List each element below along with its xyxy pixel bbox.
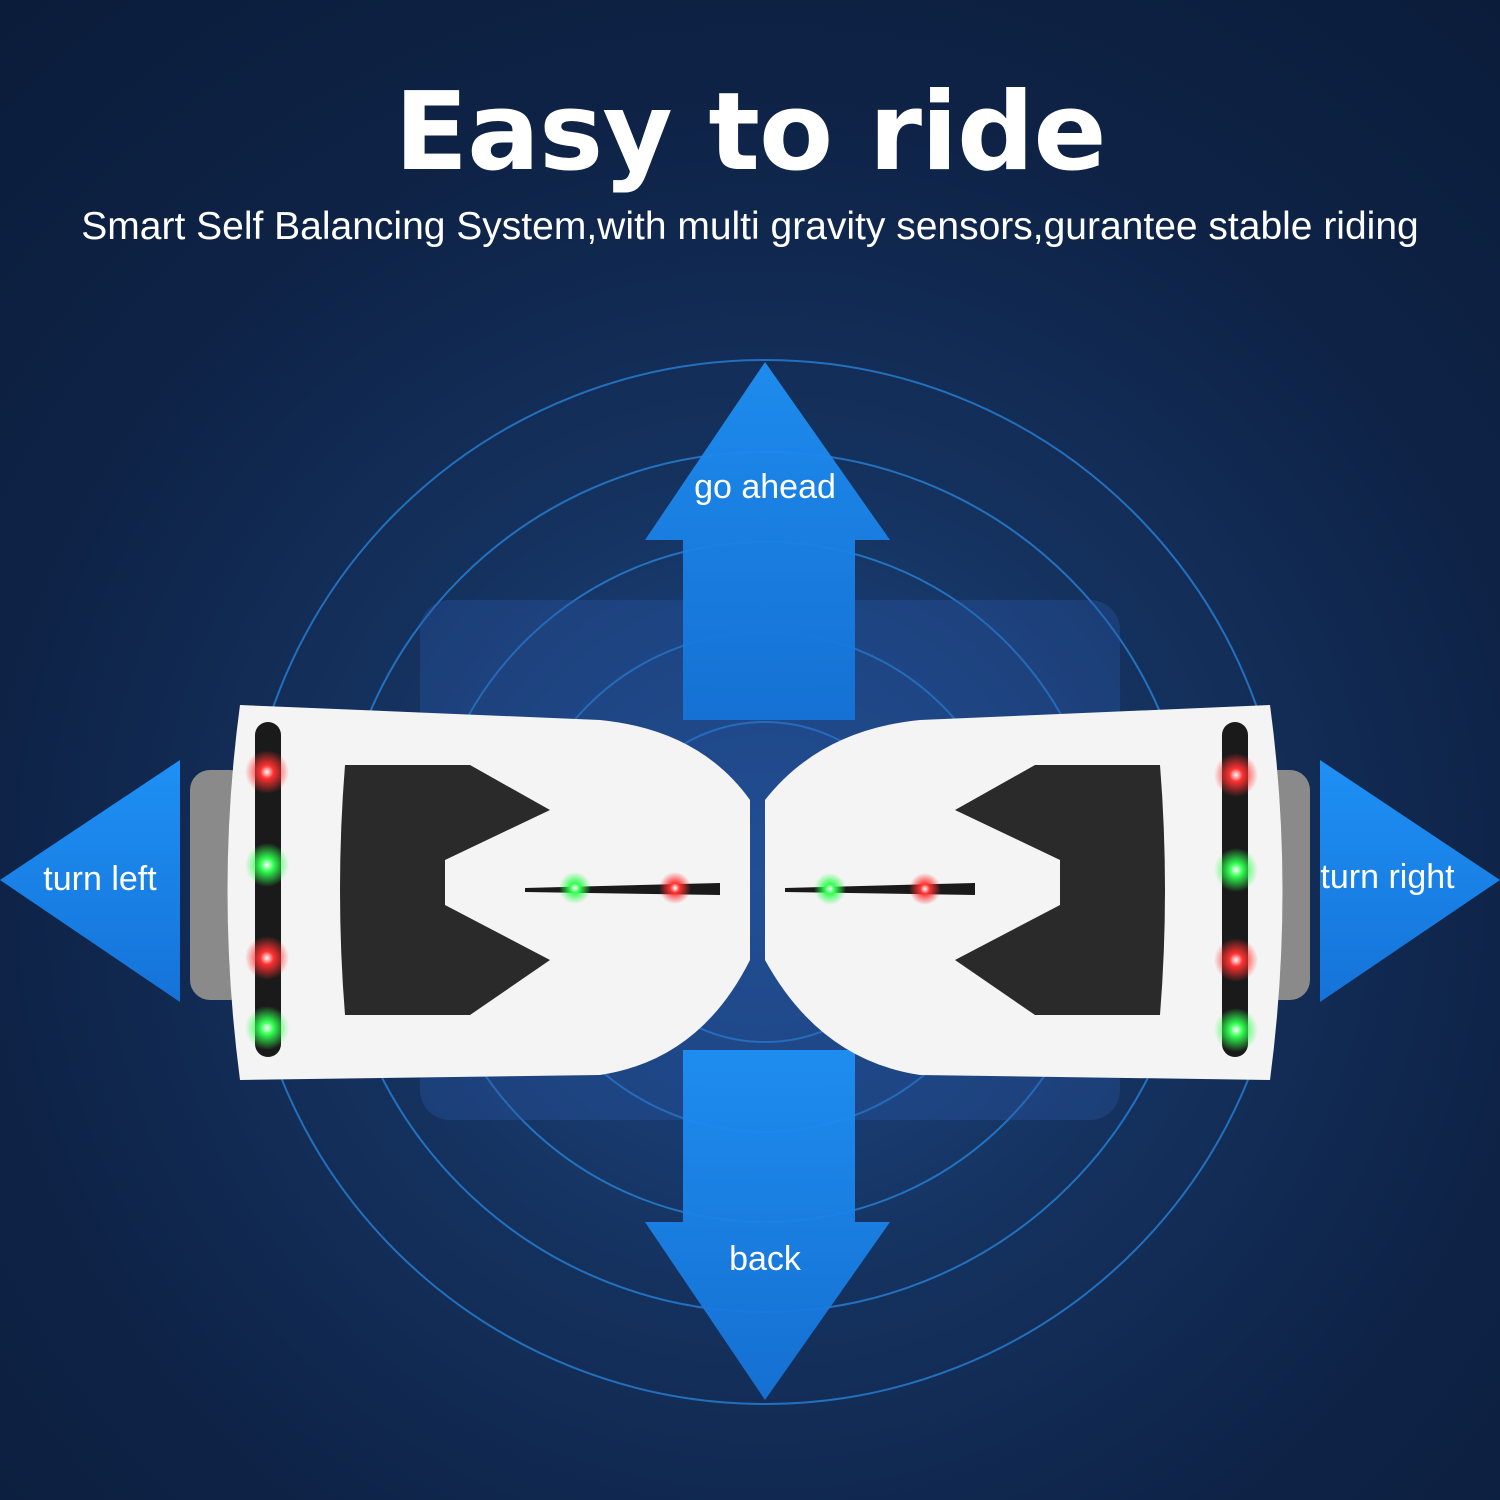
label-turn-left: turn left (43, 860, 157, 898)
subheadline: Smart Self Balancing System,with multi g… (81, 205, 1419, 248)
arrow-up (645, 362, 890, 720)
hoverboard (190, 705, 1310, 1080)
arrow-right (1320, 760, 1500, 1002)
arrow-down (645, 1050, 890, 1400)
label-go-ahead: go ahead (694, 468, 836, 506)
arrow-left (0, 760, 180, 1002)
headline: Easy to ride (394, 70, 1106, 195)
label-back: back (729, 1240, 801, 1278)
label-turn-right: turn right (1320, 858, 1455, 896)
